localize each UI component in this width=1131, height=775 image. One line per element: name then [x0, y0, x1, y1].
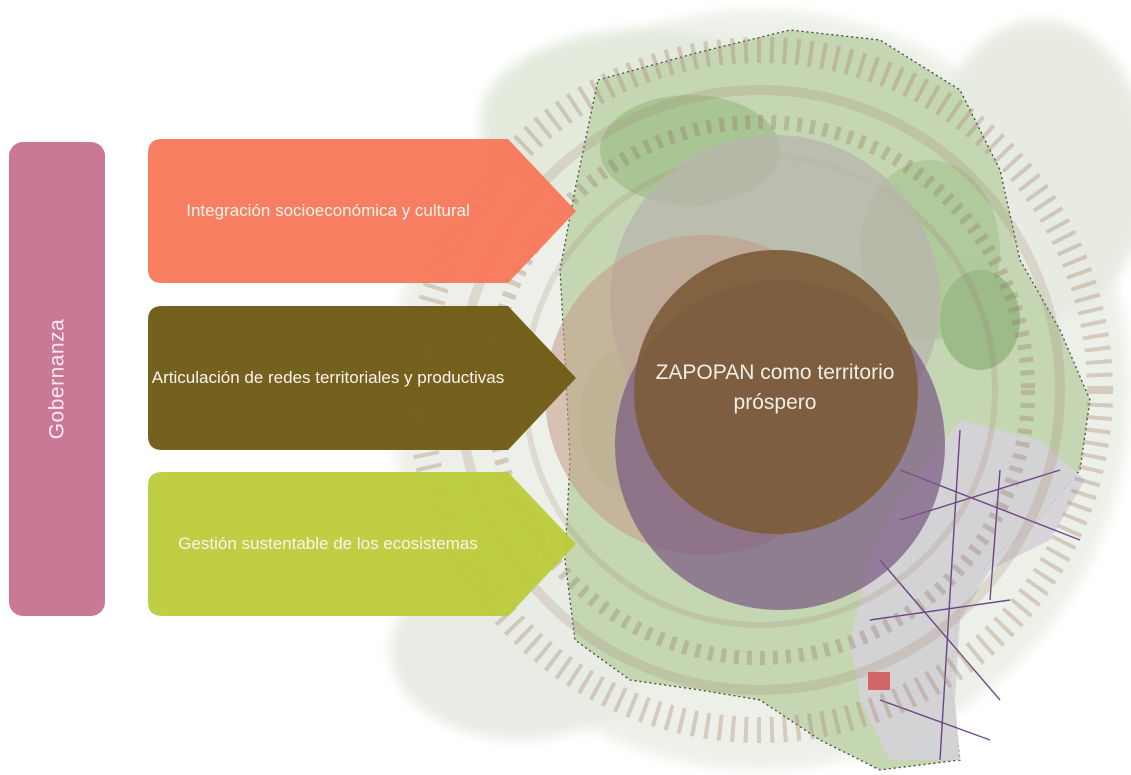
pillar-networks: Articulación de redes territoriales y pr… — [148, 306, 576, 450]
pillar-networks-label: Articulación de redes territoriales y pr… — [151, 368, 505, 387]
urban-roads — [869, 429, 1081, 761]
urban-red-block — [868, 672, 890, 690]
center-circle — [634, 250, 918, 534]
pillar-ecosystems-shape — [148, 472, 576, 616]
pillar-socioeconomic-shape — [148, 139, 576, 283]
pillar-socioeconomic: Integración socioeconómica y cultural — [148, 139, 576, 283]
governance-sidebar: Gobernanza — [9, 142, 105, 616]
center-title: ZAPOPAN como territorio próspero — [655, 361, 895, 414]
governance-label: Gobernanza — [45, 318, 68, 440]
pillar-socioeconomic-label: Integración socioeconómica y cultural — [186, 201, 470, 220]
pillar-networks-shape — [148, 306, 576, 450]
pillar-ecosystems-label: Gestión sustentable de los ecosistemas — [178, 534, 478, 553]
pillar-ecosystems: Gestión sustentable de los ecosistemas — [148, 472, 576, 616]
